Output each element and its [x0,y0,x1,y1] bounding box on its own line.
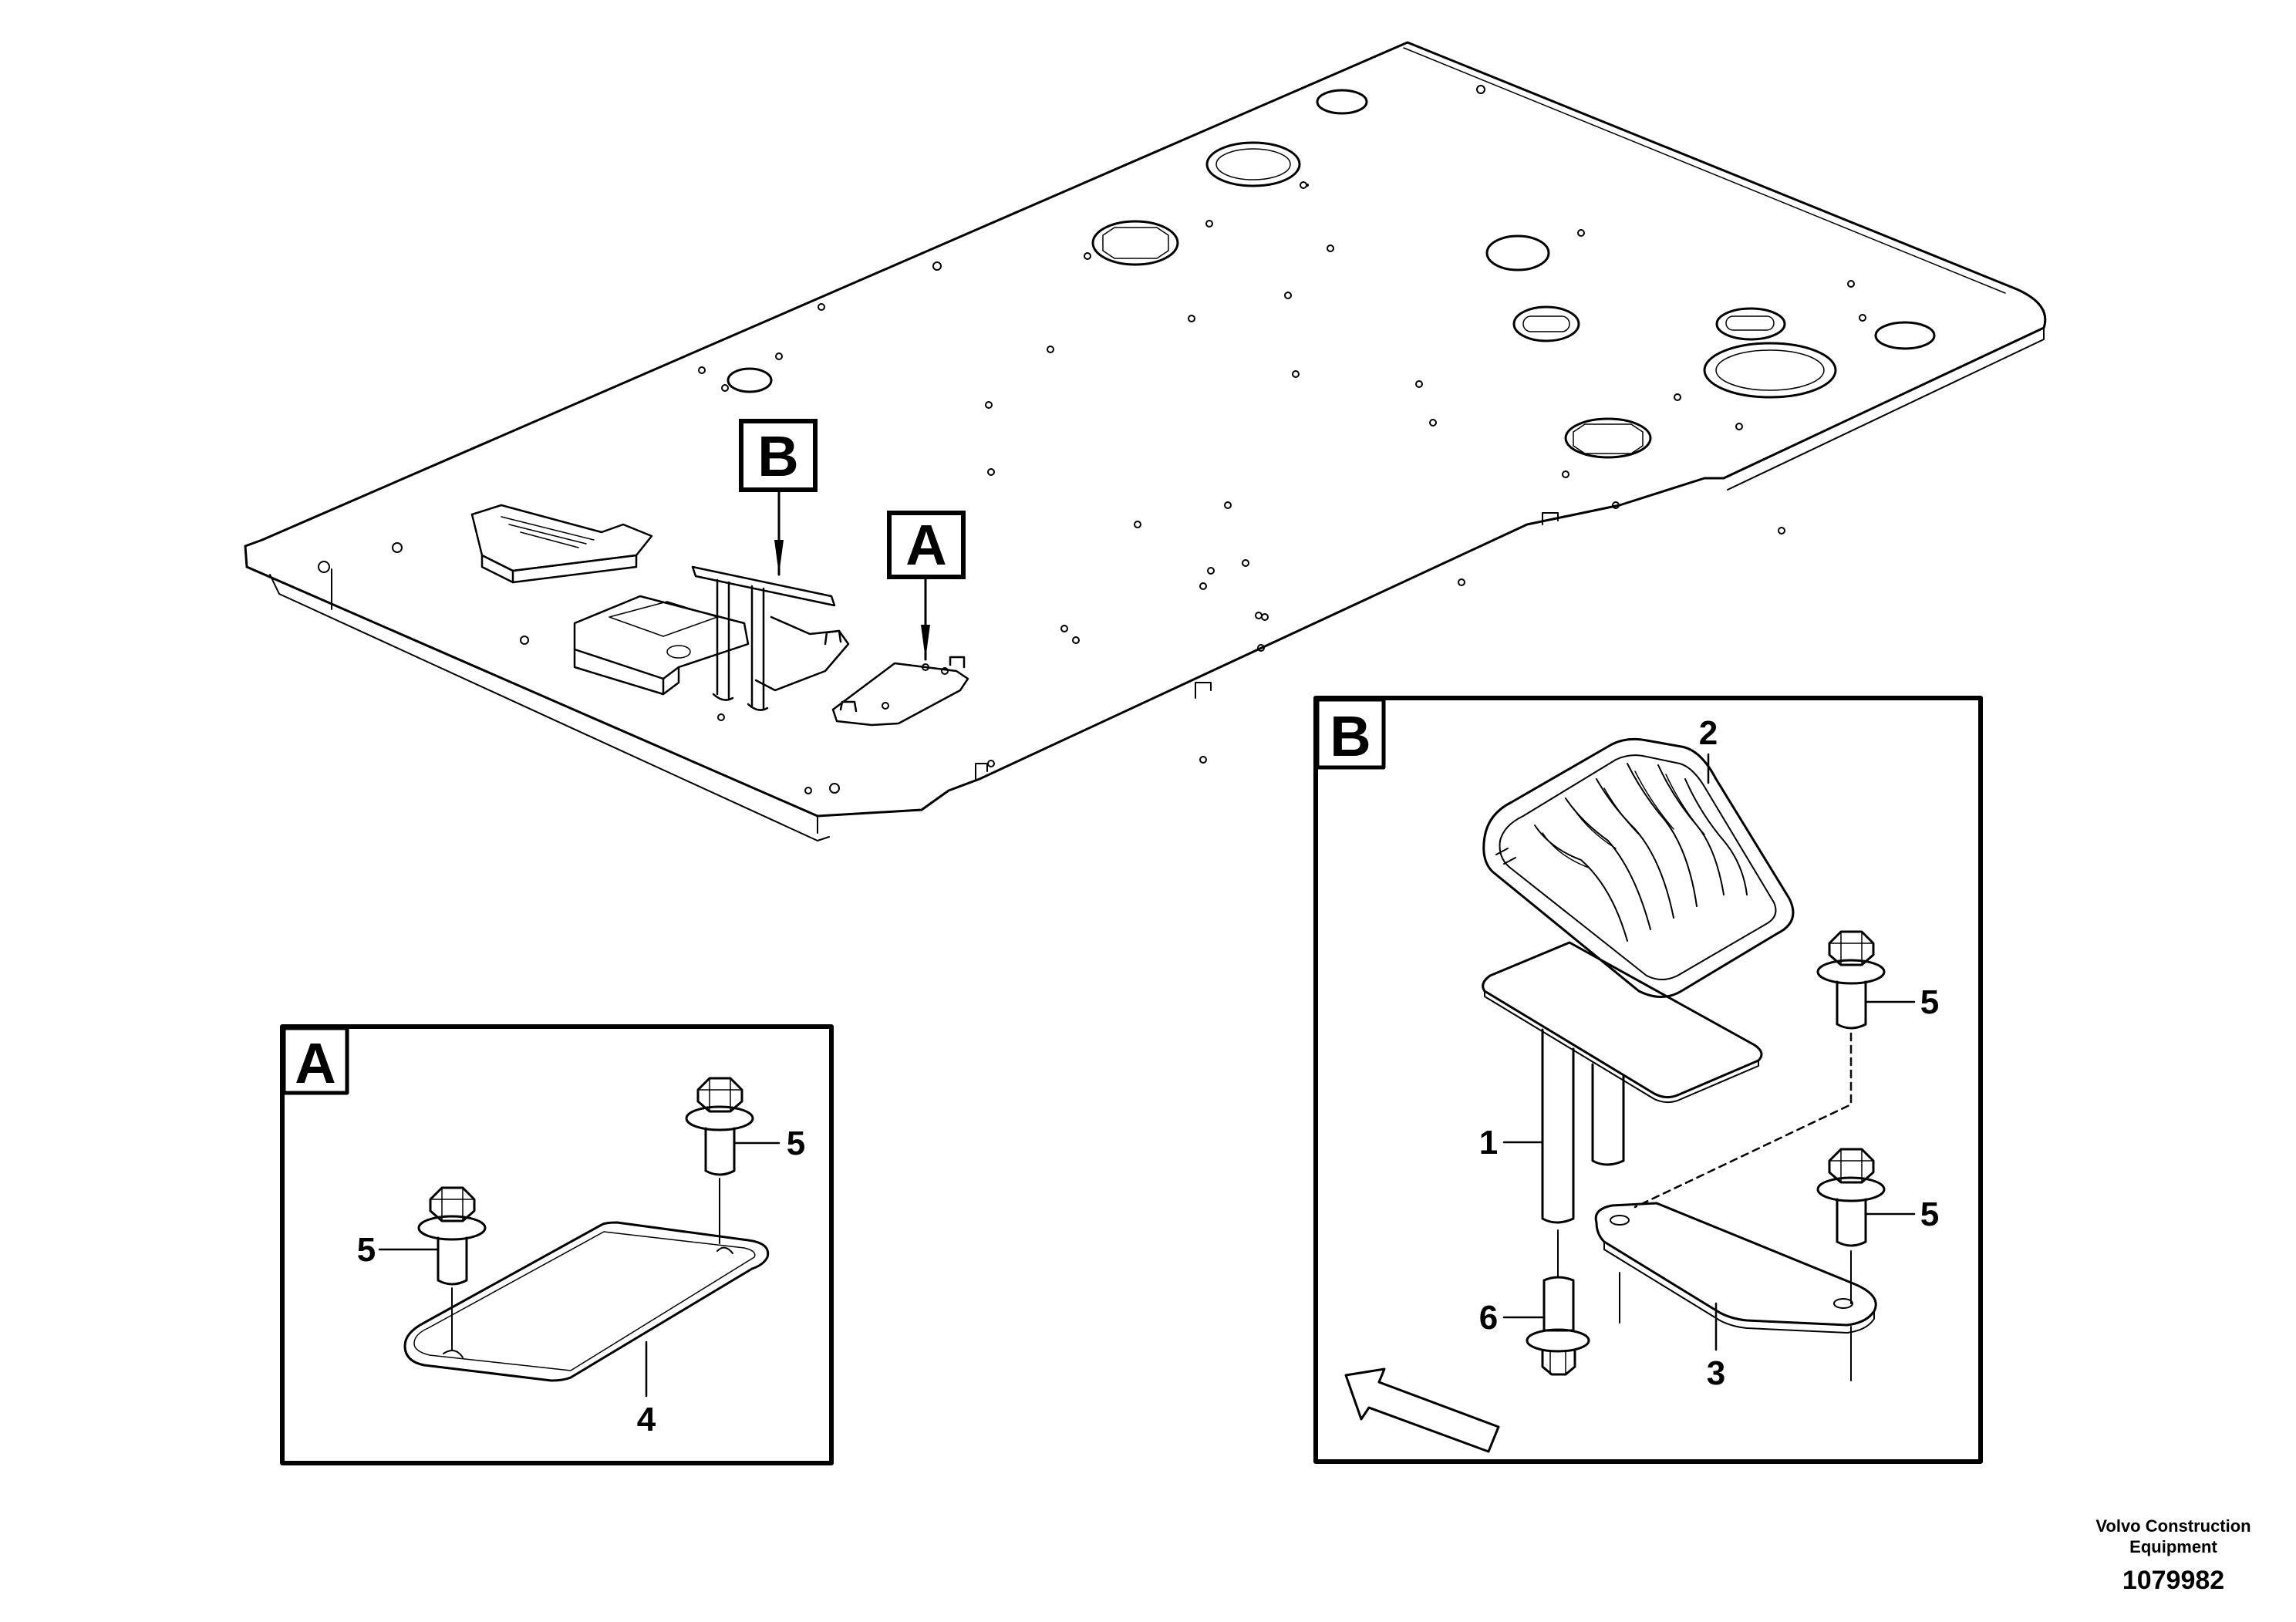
detail-a-bolt-right [685,1077,754,1244]
view-tag-a: A [905,513,946,577]
callout-4: 4 [637,1401,656,1438]
detail-b-stud [1526,1229,1590,1376]
company-name-line2: Equipment [2129,1537,2217,1556]
tag-a-arrowhead [921,625,930,659]
detail-b-bolt-upper [1633,930,1886,1209]
plate-pedal-upper [470,504,653,584]
callout-5-right: 5 [787,1125,805,1162]
callout-6: 6 [1479,1299,1498,1337]
callout-2: 2 [1699,714,1718,752]
detail-b-pin-long [1541,1028,1575,1224]
callout-5-left: 5 [357,1231,376,1269]
detail-a-tag: A [295,1031,335,1095]
view-tag-b-box [739,419,818,492]
callout-3: 3 [1707,1354,1725,1392]
detail-b-bottom-plate [1594,1202,1877,1334]
detail-a-tag-box [282,1026,349,1095]
plate-pedal-lower [573,595,750,696]
view-tag-a-box [887,511,966,579]
direction-arrow [1344,1367,1500,1453]
detail-b-tag: B [1330,704,1371,768]
detail-b-pedal-cover [1482,737,1795,998]
plate-cover-a [831,656,969,727]
detail-a-plate [403,1221,770,1382]
callout-1: 1 [1479,1124,1498,1162]
plate-pin-bar-assembly [691,565,850,711]
callout-5-upper: 5 [1920,983,1939,1021]
company-name-line1: Volvo Construction [2095,1516,2250,1536]
detail-b-frame [1313,696,1983,1464]
floor-plate [244,41,2047,841]
tag-b-arrowhead [774,540,784,575]
detail-b-pin-short [1591,1063,1625,1166]
view-tag-b: B [757,424,798,488]
detail-b-top-plate [1482,941,1763,1104]
detail-a-bolt-left [417,1186,487,1351]
document-number: 1079982 [2122,1566,2224,1595]
detail-a-frame [280,1024,834,1465]
callout-5-lower: 5 [1920,1195,1939,1233]
detail-b-tag-box [1315,697,1386,770]
detail-b-bolt-lower [1816,1148,1886,1304]
